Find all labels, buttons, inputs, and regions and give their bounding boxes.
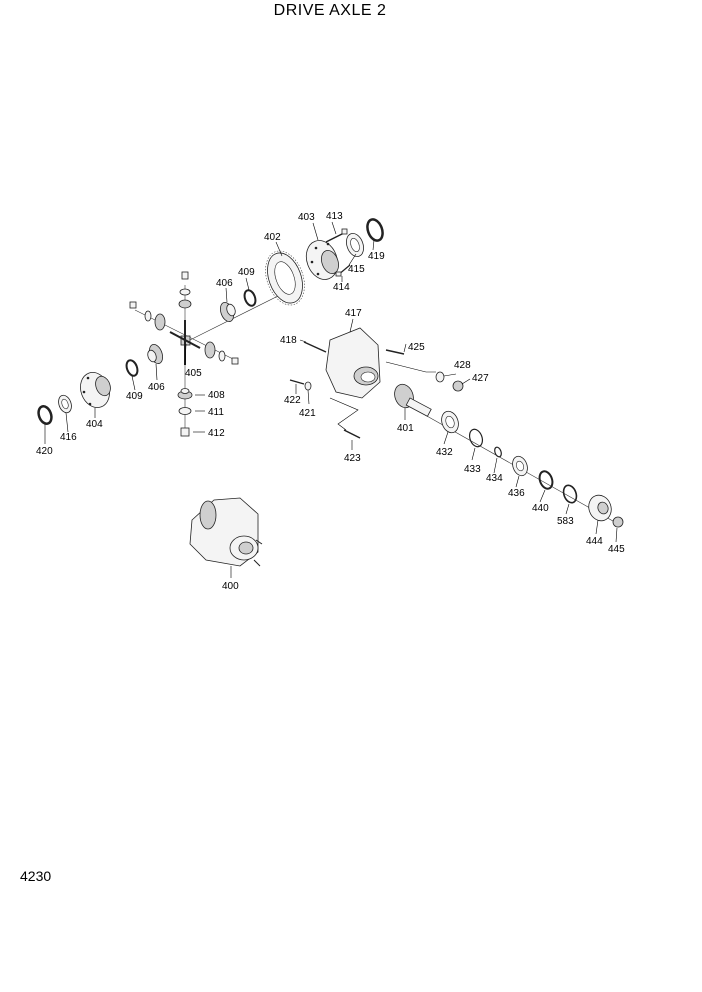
part-403-diff-case[interactable] [301,236,343,284]
part-pinion-right[interactable] [204,341,239,365]
label-428: 428 [454,360,471,371]
leader-lines [44,221,618,578]
part-400-differential-assembly[interactable] [189,497,263,567]
part-432-bearing[interactable] [439,409,462,435]
diagram-title: DRIVE AXLE 2 [273,2,387,19]
part-444-flange[interactable] [585,492,615,524]
part-427-plug[interactable] [452,380,464,392]
label-411: 411 [208,407,224,418]
label-425: 425 [408,342,425,353]
label-404: 404 [86,419,103,430]
part-402-ring-gear[interactable] [259,246,312,311]
part-440-oil-seal[interactable] [537,469,554,490]
pinion-axis-line [394,397,621,526]
label-408: 408 [208,390,225,401]
part-436-bearing[interactable] [510,454,530,478]
label-401: 401 [397,423,414,434]
part-419-adjust-ring[interactable] [365,217,386,242]
label-434: 434 [486,473,503,484]
part-416-bearing[interactable] [56,393,73,414]
label-421: 421 [299,408,316,419]
label-420: 420 [36,446,53,457]
part-421-lock-washer[interactable] [304,381,312,391]
part-pinion-left[interactable] [129,301,166,331]
label-423: 423 [344,453,361,464]
leader-428 [385,361,436,373]
label-432: 432 [436,447,453,458]
part-pinion-top[interactable] [178,271,192,309]
label-413: 413 [326,211,343,222]
label-409-lower: 409 [126,391,143,402]
label-417: 417 [345,308,362,319]
part-418-bolt[interactable] [303,341,327,353]
part-409-thrust-washer-upper[interactable] [243,289,258,307]
label-419: 419 [368,251,385,262]
part-411-washer[interactable] [178,407,192,415]
label-445: 445 [608,544,625,555]
part-423-bolt[interactable] [343,429,361,439]
part-445-nut[interactable] [612,516,624,528]
part-425-bolt[interactable] [385,349,405,355]
label-418: 418 [280,335,297,346]
part-413-bolt[interactable] [325,228,348,243]
part-409-thrust-washer-lower[interactable] [125,359,140,377]
label-406-upper: 406 [216,278,233,289]
label-414: 414 [333,282,350,293]
leader-423 [329,397,359,431]
part-412-pin[interactable] [180,427,190,437]
page-number: 4230 [20,868,52,884]
part-417-carrier-housing[interactable] [325,327,381,399]
part-404-diff-case[interactable] [76,368,115,411]
label-405: 405 [185,368,202,379]
part-415-bearing[interactable] [343,231,366,259]
label-415: 415 [348,264,365,275]
label-436: 436 [508,488,525,499]
part-434-shim[interactable] [493,446,502,458]
part-405-spider[interactable] [169,320,201,365]
label-402: 402 [264,232,281,243]
label-403: 403 [298,212,315,223]
label-433: 433 [464,464,481,475]
part-406-side-gear-upper[interactable] [218,301,237,324]
label-422: 422 [284,395,301,406]
part-583-shim[interactable] [561,483,578,504]
part-401-drive-pinion[interactable] [391,382,432,417]
part-414-lock-plate[interactable] [335,264,351,277]
label-409-upper: 409 [238,267,255,278]
label-444: 444 [586,536,603,547]
label-416: 416 [60,432,77,443]
label-406-lower: 406 [148,382,165,393]
label-583: 583 [557,516,574,527]
part-433-spacer[interactable] [467,427,484,448]
part-428-washer[interactable] [435,371,445,383]
label-427: 427 [472,373,489,384]
label-412: 412 [208,428,225,439]
part-408-pinion-gear[interactable] [177,388,193,400]
part-420-adjust-ring[interactable] [36,404,53,425]
part-406-side-gear-lower[interactable] [146,343,165,366]
label-440: 440 [532,503,549,514]
part-422-bolt[interactable] [289,379,305,385]
label-400: 400 [222,581,239,592]
